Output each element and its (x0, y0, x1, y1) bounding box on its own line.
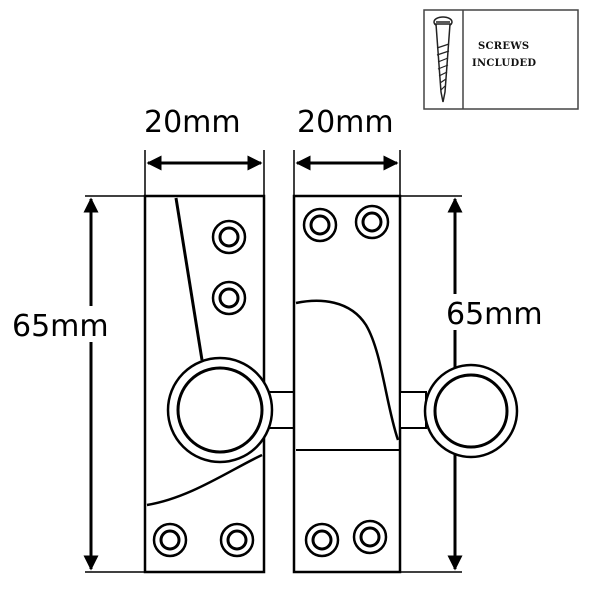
screw-hole (352, 519, 388, 555)
left-height-label: 65mm (12, 309, 109, 344)
right-knob (423, 363, 519, 459)
screw-hole (211, 280, 247, 316)
screw-hole (304, 522, 340, 558)
right-width-dimension: 20mm (293, 105, 401, 196)
screws-label-line1: SCREWS (478, 41, 529, 52)
screw-hole (211, 219, 247, 255)
right-height-dimension: 65mm (400, 195, 560, 573)
right-width-label: 20mm (297, 105, 394, 140)
right-height-label: 65mm (446, 297, 543, 332)
screws-included-box: SCREWS INCLUDED (423, 9, 579, 110)
screw-hole (354, 204, 390, 240)
left-knob (166, 356, 274, 464)
right-fastener-plate (292, 194, 519, 574)
left-width-label: 20mm (144, 105, 241, 140)
screws-label-line2: INCLUDED (472, 58, 536, 69)
screw-hole (219, 522, 255, 558)
screw-hole (152, 522, 188, 558)
screw-hole (302, 207, 338, 243)
left-width-dimension: 20mm (144, 105, 265, 196)
wood-screw-icon (433, 16, 453, 103)
left-height-dimension: 65mm (10, 195, 145, 573)
left-fastener-plate (143, 194, 295, 574)
